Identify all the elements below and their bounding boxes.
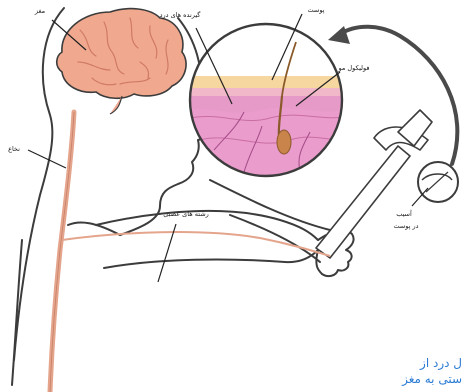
brain <box>57 9 186 114</box>
label-injury: آسیب <box>396 209 413 218</box>
label-brain: مغز <box>34 7 45 15</box>
label-skin: پوست <box>308 6 325 14</box>
label-injury-sub: در پوست <box>393 222 418 230</box>
label-sensory-nerves: رشته های عصبی <box>163 210 209 218</box>
signal-arrow <box>340 27 457 164</box>
injury-site-magnifier <box>418 162 458 202</box>
skin-cross-section <box>180 24 360 186</box>
caption-line-2: ستی به مغز <box>402 372 462 386</box>
sensory-nerve-path <box>62 232 330 256</box>
label-hair-follicle: فولیکول مو <box>338 64 370 72</box>
caption-line-1: ل درد از <box>420 356 462 370</box>
label-spinal-cord: نخاع <box>8 145 20 153</box>
label-pain-receptors: گیرنده های درد <box>160 11 202 19</box>
